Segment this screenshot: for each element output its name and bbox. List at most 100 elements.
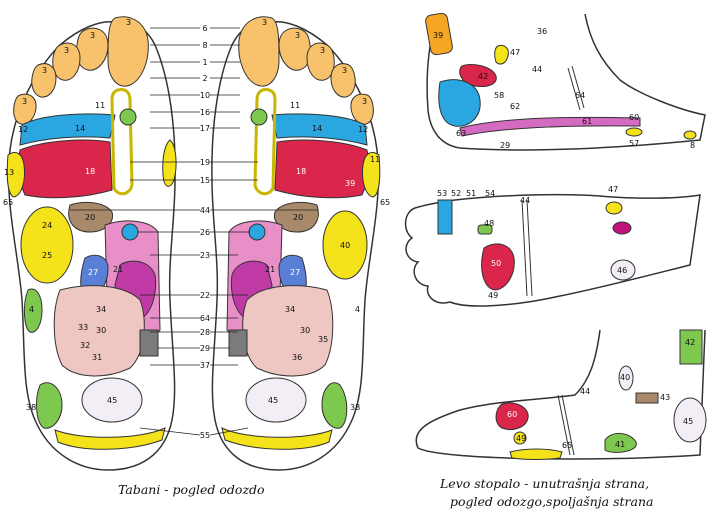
sole-label: 34 [96, 305, 106, 314]
sole-label: 11 [370, 155, 380, 164]
sole-label: 35 [318, 335, 328, 344]
side-label: 44 [580, 387, 590, 396]
side-label: 65 [562, 441, 572, 450]
sole-label: 30 [300, 326, 310, 335]
sole-label: 20 [293, 213, 303, 222]
center-label: 44 [200, 206, 210, 215]
outer-zone-yellow-65 [510, 449, 562, 460]
left-zone-yellow-24 [21, 207, 73, 283]
side-label: 49 [488, 291, 498, 300]
left-dot-blue-26 [122, 224, 138, 240]
center-label: 37 [200, 361, 210, 370]
sole-label: 25 [42, 251, 52, 260]
side-label: 64 [575, 91, 585, 100]
sole-label: 3 [262, 18, 267, 27]
top-zone-blue-53 [438, 200, 452, 234]
sole-label: 65 [380, 198, 390, 207]
sole-label: 45 [268, 396, 278, 405]
sole-label: 3 [295, 31, 300, 40]
side-label: 57 [629, 139, 639, 148]
side-label: 50 [491, 259, 501, 268]
right-zone-grey-29 [229, 330, 247, 356]
sole-label: 14 [312, 124, 322, 133]
right-zone-red-18 [275, 140, 369, 198]
sole-label: 27 [88, 268, 98, 277]
side-label: 54 [485, 189, 495, 198]
right-zone-peach-30 [243, 286, 333, 376]
center-label: 26 [200, 228, 210, 237]
side-label: 49 [516, 434, 526, 443]
side-label: 62 [510, 102, 520, 111]
sole-label: 31 [92, 353, 102, 362]
center-label: 55 [200, 431, 210, 440]
sole-label: 14 [75, 124, 85, 133]
center-label: 10 [200, 91, 210, 100]
inner-zone-yellow-57 [626, 128, 642, 136]
sole-label: 18 [85, 167, 95, 176]
side-view-top: 53 52 51 54 44 48 50 49 47 46 [406, 185, 700, 306]
outer-zone-brown-43 [636, 393, 658, 403]
sole-label: 3 [126, 18, 131, 27]
center-label: 2 [202, 74, 207, 83]
side-label: 36 [537, 27, 547, 36]
side-label: 53 [437, 189, 447, 198]
sole-label: 12 [18, 125, 28, 134]
center-label: 15 [200, 176, 210, 185]
sole-label: 13 [4, 168, 14, 177]
sole-label: 3 [320, 46, 325, 55]
caption-left-foot-line2: pogled odozgo,spoljašnja strana [450, 494, 653, 509]
right-dot-green-17 [251, 109, 267, 125]
center-label: 17 [200, 124, 210, 133]
center-label: 8 [202, 41, 207, 50]
inner-zone-yellow-8 [684, 131, 696, 139]
sole-label: 3 [42, 66, 47, 75]
sole-label: 21 [113, 265, 123, 274]
sole-label: 27 [290, 268, 300, 277]
inner-zone-blue [439, 80, 480, 127]
side-label: 52 [451, 189, 461, 198]
sole-label: 32 [80, 341, 90, 350]
caption-soles: Tabani - pogled odozdo [118, 482, 265, 497]
side-label: 46 [617, 266, 627, 275]
left-zone-red-18 [18, 140, 112, 198]
caption-left-foot-line1: Levo stopalo - unutrašnja strana, [440, 476, 649, 491]
sole-label: 3 [22, 97, 27, 106]
inner-zone-yellow-47 [495, 45, 509, 64]
sole-label: 65 [3, 198, 13, 207]
sole-label: 39 [345, 179, 355, 188]
sole-label: 33 [78, 323, 88, 332]
side-label: 29 [500, 141, 510, 150]
center-label: 23 [200, 251, 210, 260]
right-dot-blue-26 [249, 224, 265, 240]
side-label: 39 [433, 31, 443, 40]
sole-label: 34 [285, 305, 295, 314]
center-label: 22 [200, 291, 210, 300]
sole-label: 24 [42, 221, 52, 230]
sole-label: 45 [107, 396, 117, 405]
side-view-outer: 60 44 40 43 41 65 45 42 49 [416, 330, 706, 460]
sole-label: 3 [90, 31, 95, 40]
side-label: 60 [629, 113, 639, 122]
side-label: 40 [620, 373, 630, 382]
sole-label: 12 [358, 125, 368, 134]
sole-label: 30 [96, 326, 106, 335]
sole-label: 4 [29, 305, 34, 314]
left-dot-green-17 [120, 109, 136, 125]
center-label: 6 [202, 24, 207, 33]
side-label: 43 [660, 393, 670, 402]
center-labels: 6 8 1 2 10 16 17 19 15 44 26 23 22 64 28… [200, 24, 210, 440]
center-label: 28 [200, 328, 210, 337]
top-zone-magenta [613, 222, 631, 234]
sole-label: 38 [26, 403, 36, 412]
sole-label: 18 [296, 167, 306, 176]
side-label: 63 [456, 129, 466, 138]
sole-label: 3 [342, 66, 347, 75]
side-label: 61 [582, 117, 592, 126]
side-label: 58 [494, 91, 504, 100]
left-zone-grey-29 [140, 330, 158, 356]
center-label: 16 [200, 108, 210, 117]
outer-zone-green-42 [680, 330, 702, 364]
center-label: 64 [200, 314, 210, 323]
